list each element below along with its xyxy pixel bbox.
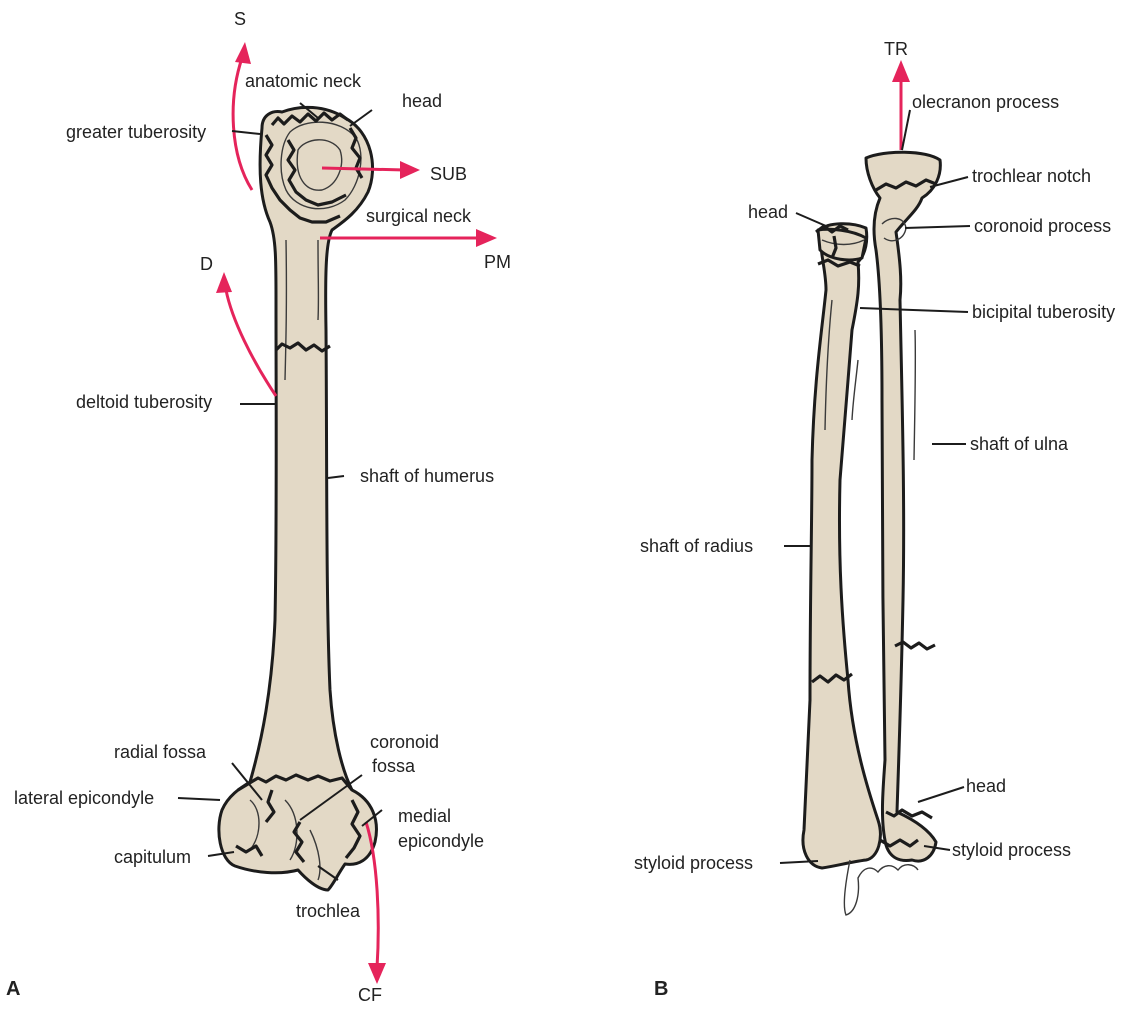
arrow-label-tr: TR: [884, 39, 908, 59]
arrow-tr-head: [892, 60, 910, 82]
arrow-label-d: D: [200, 254, 213, 274]
label-head: head: [402, 91, 442, 111]
label-coronoid-process: coronoid process: [974, 216, 1111, 236]
label-medial-epicondyle-2: epicondyle: [398, 831, 484, 851]
label-styloid-process-ulna: styloid process: [952, 840, 1071, 860]
label-coronoid-fossa-2: fossa: [372, 756, 416, 776]
label-head-ulna: head: [966, 776, 1006, 796]
label-capitulum: capitulum: [114, 847, 191, 867]
arrow-label-sub: SUB: [430, 164, 467, 184]
label-deltoid-tuberosity: deltoid tuberosity: [76, 392, 212, 412]
label-bicipital-tuberosity: bicipital tuberosity: [972, 302, 1115, 322]
label-anatomic-neck: anatomic neck: [245, 71, 362, 91]
panel-label-b: B: [654, 978, 668, 1000]
arrow-s-head: [235, 42, 251, 64]
humerus-bone: [219, 107, 377, 890]
arrow-label-s: S: [234, 9, 246, 29]
radius-bone: [803, 224, 880, 868]
label-greater-tuberosity: greater tuberosity: [66, 122, 206, 142]
humerus-illustration: [219, 107, 377, 890]
arrow-pm-head: [476, 229, 497, 247]
label-trochlea: trochlea: [296, 901, 361, 921]
arrow-d-head: [216, 272, 232, 293]
arrow-cf-head: [368, 963, 386, 984]
label-shaft-of-ulna: shaft of ulna: [970, 434, 1069, 454]
forearm-force-arrow: [892, 60, 910, 150]
label-styloid-process-radius: styloid process: [634, 853, 753, 873]
illustrator-signature: [844, 860, 918, 915]
arrow-label-pm: PM: [484, 252, 511, 272]
panel-label-a: A: [6, 978, 20, 1000]
label-shaft-of-radius: shaft of radius: [640, 536, 753, 556]
ulna-bone: [866, 152, 940, 861]
label-surgical-neck: surgical neck: [366, 206, 472, 226]
arrow-label-cf: CF: [358, 985, 382, 1005]
label-trochlear-notch: trochlear notch: [972, 166, 1091, 186]
label-lateral-epicondyle: lateral epicondyle: [14, 788, 154, 808]
label-head-radius: head: [748, 202, 788, 222]
arrow-sub-head: [400, 161, 420, 179]
label-radial-fossa: radial fossa: [114, 742, 207, 762]
label-olecranon-process: olecranon process: [912, 92, 1059, 112]
label-coronoid-fossa-1: coronoid: [370, 732, 439, 752]
label-medial-epicondyle-1: medial: [398, 806, 451, 826]
label-shaft-of-humerus: shaft of humerus: [360, 466, 494, 486]
